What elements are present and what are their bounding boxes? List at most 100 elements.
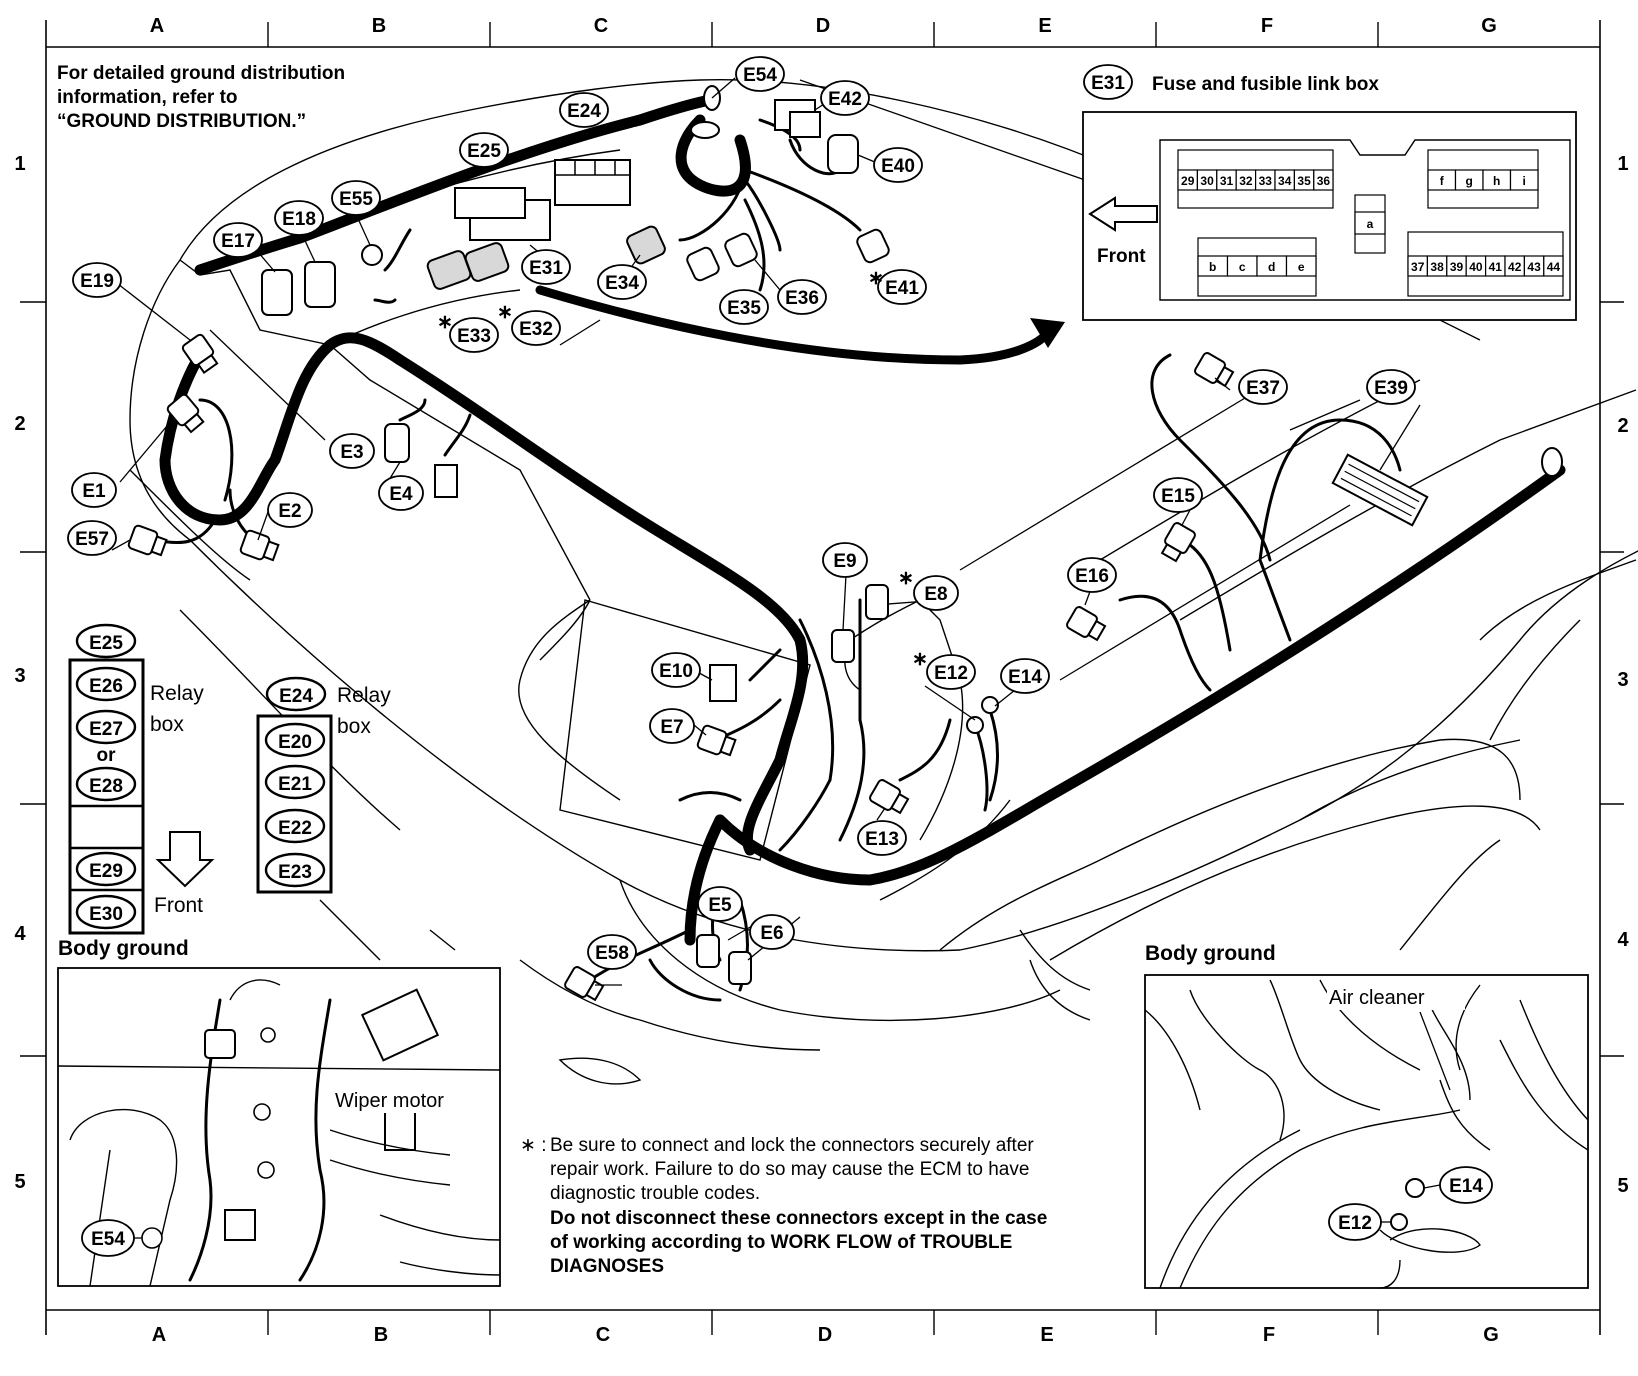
caution-line-2: repair work. Failure to do so may cause … [550,1159,1029,1180]
svg-text:E33: E33 [457,326,491,347]
grid-col-d-bottom: D [818,1324,832,1346]
engine-room-outline [129,78,1638,1085]
fuse-39: 39 [1450,260,1464,274]
label-e19: E19 [72,262,122,298]
body-ground-left-title: Body ground [58,937,189,960]
label-e7: E7 [649,708,695,744]
svg-text:E57: E57 [75,529,109,550]
label-e8: E8 [913,575,959,611]
label-e55: E55 [331,180,381,216]
svg-text:E7: E7 [660,717,683,738]
relay-label-e23: E23 [264,852,326,888]
svg-text:E12: E12 [934,663,968,684]
connector-e35-body [686,246,720,282]
connector-e4-body [434,464,458,498]
connector-e15-body [1160,522,1196,563]
svg-text:E4: E4 [389,484,413,505]
svg-text:E41: E41 [885,278,919,299]
fuse-box-inset: E31 Fuse and fusible link box Front 29 3… [1082,64,1577,321]
svg-text:E1: E1 [82,481,106,502]
fuse-32: 32 [1239,174,1253,188]
label-e17: E17 [213,222,263,258]
connector-e54-ring [690,121,720,139]
relay-box-left-front-label: Front [154,894,203,917]
note-line-3: “GROUND DISTRIBUTION.” [57,111,306,132]
caution-line-1: Be sure to connect and lock the connecto… [550,1135,1034,1156]
connector-e14-ring [981,696,999,714]
svg-text:E16: E16 [1075,566,1109,587]
svg-text:E14: E14 [1449,1176,1483,1197]
fuse-row-29-36: 29 30 31 32 33 34 35 36 [1177,149,1334,209]
svg-text:E5: E5 [708,895,732,916]
star-e33: ∗ [437,312,453,333]
svg-text:E6: E6 [760,923,783,944]
fuse-34: 34 [1278,174,1292,188]
fuse-box-connector-label: E31 [1083,64,1133,100]
label-e12: E12 [926,654,976,690]
connector-e57-body [127,524,168,557]
label-e31: E31 [521,249,571,285]
air-cleaner-label: Air cleaner [1329,987,1425,1009]
ground-bolt-e14 [1405,1178,1425,1198]
label-e54: E54 [735,56,785,92]
label-e5: E5 [697,886,743,922]
grid-row-1-right: 1 [1617,153,1628,175]
grid-row-5-left: 5 [14,1171,25,1193]
svg-text:E12: E12 [1338,1213,1372,1234]
label-e2: E2 [267,492,313,528]
grid-col-c-top: C [594,15,608,37]
svg-text:E34: E34 [605,273,639,294]
fuse-e: e [1298,260,1305,274]
label-e4: E4 [378,475,424,511]
fuse-g: g [1466,174,1473,188]
connector-e36-body [724,232,758,268]
fuse-33: 33 [1259,174,1273,188]
grid-col-e-bottom: E [1040,1324,1053,1346]
svg-text:E30: E30 [89,904,123,925]
svg-text:E55: E55 [339,189,373,210]
grid-row-1-left: 1 [14,153,25,175]
label-e9: E9 [822,542,868,578]
svg-text:E29: E29 [89,861,123,882]
label-e3: E3 [329,433,375,469]
caution-line-3: diagnostic trouble codes. [550,1183,760,1204]
fuse-row-f-i: f g h i [1427,149,1539,209]
fuse-31: 31 [1220,174,1234,188]
warning-line-3: DIAGNOSES [550,1256,664,1277]
grid-frame: A B C D E F G A B C D E F G 1 2 3 4 5 1 … [14,15,1629,1346]
fuse-a: a [1354,194,1386,254]
fuse-d: d [1268,260,1275,274]
grid-col-e-top: E [1038,15,1051,37]
connector-e1-body [166,393,205,434]
star-e32: ∗ [497,302,513,323]
svg-text:E24: E24 [279,686,313,707]
connector-e39-body [1331,453,1429,527]
grid-row-3-left: 3 [14,665,25,687]
connector-e33-body [426,250,472,290]
label-e6: E6 [749,914,795,950]
relay-box-mid: E24 E20 E21 E22 E23 Relay box [256,676,391,894]
ground-distribution-note: For detailed ground distribution informa… [57,63,345,132]
svg-text:E10: E10 [659,661,693,682]
svg-text:E37: E37 [1246,378,1280,399]
label-e57: E57 [67,520,117,556]
svg-text:E36: E36 [785,288,819,309]
svg-text:E58: E58 [595,943,629,964]
svg-text:E23: E23 [278,862,312,883]
relay-label-e30: E30 [75,894,137,930]
label-e42: E42 [820,80,870,116]
connector-e13-body [869,779,910,815]
label-e40: E40 [873,147,923,183]
svg-text:E14: E14 [1008,667,1042,688]
connector-glyphs [127,85,1563,1002]
star-e41: ∗ [868,268,884,289]
caution-marker: ∗ : [520,1135,546,1156]
body-ground-right-e12: E12 [1328,1203,1382,1241]
warning-line-1: Do not disconnect these connectors excep… [550,1208,1047,1229]
label-e10: E10 [651,652,701,688]
svg-text:E8: E8 [924,584,947,605]
label-e33: E33 [449,317,499,353]
svg-text:E25: E25 [467,141,501,162]
label-e16: E16 [1067,557,1117,593]
relay-label-or: or [97,745,117,766]
